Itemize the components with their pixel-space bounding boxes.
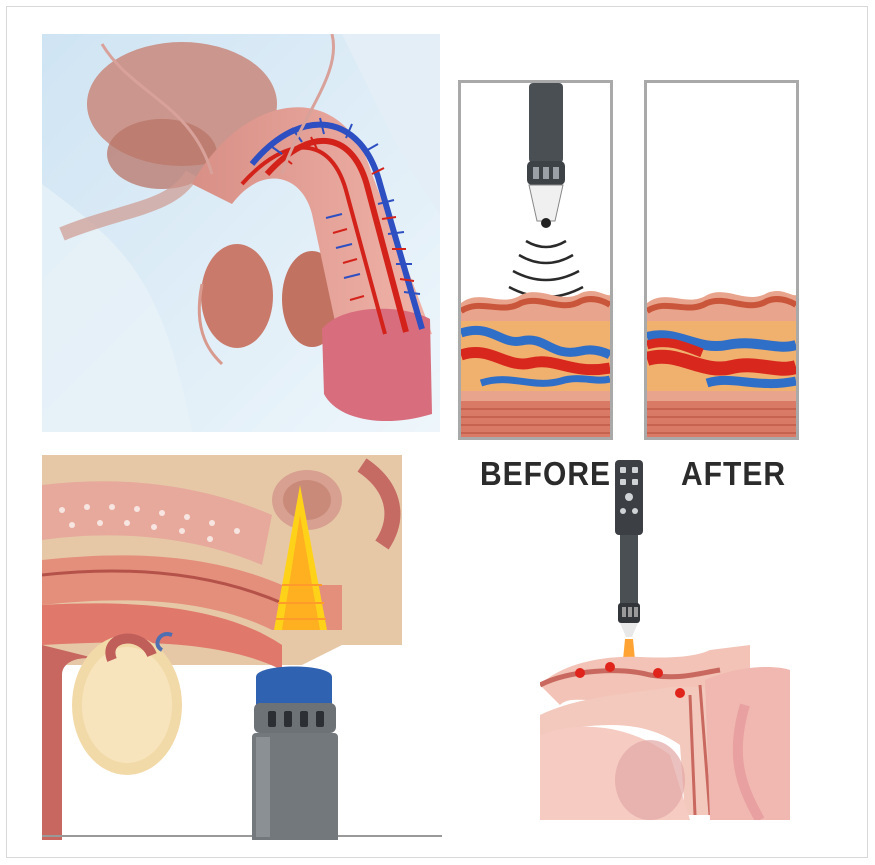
after-panel xyxy=(644,80,799,440)
anatomy-vessels-panel xyxy=(42,34,440,432)
device-treatment-panel xyxy=(540,455,790,820)
handheld-device-icon xyxy=(252,667,338,841)
before-panel xyxy=(458,80,613,440)
applicator-device-icon xyxy=(529,83,563,163)
cross-section-panel xyxy=(42,455,442,840)
